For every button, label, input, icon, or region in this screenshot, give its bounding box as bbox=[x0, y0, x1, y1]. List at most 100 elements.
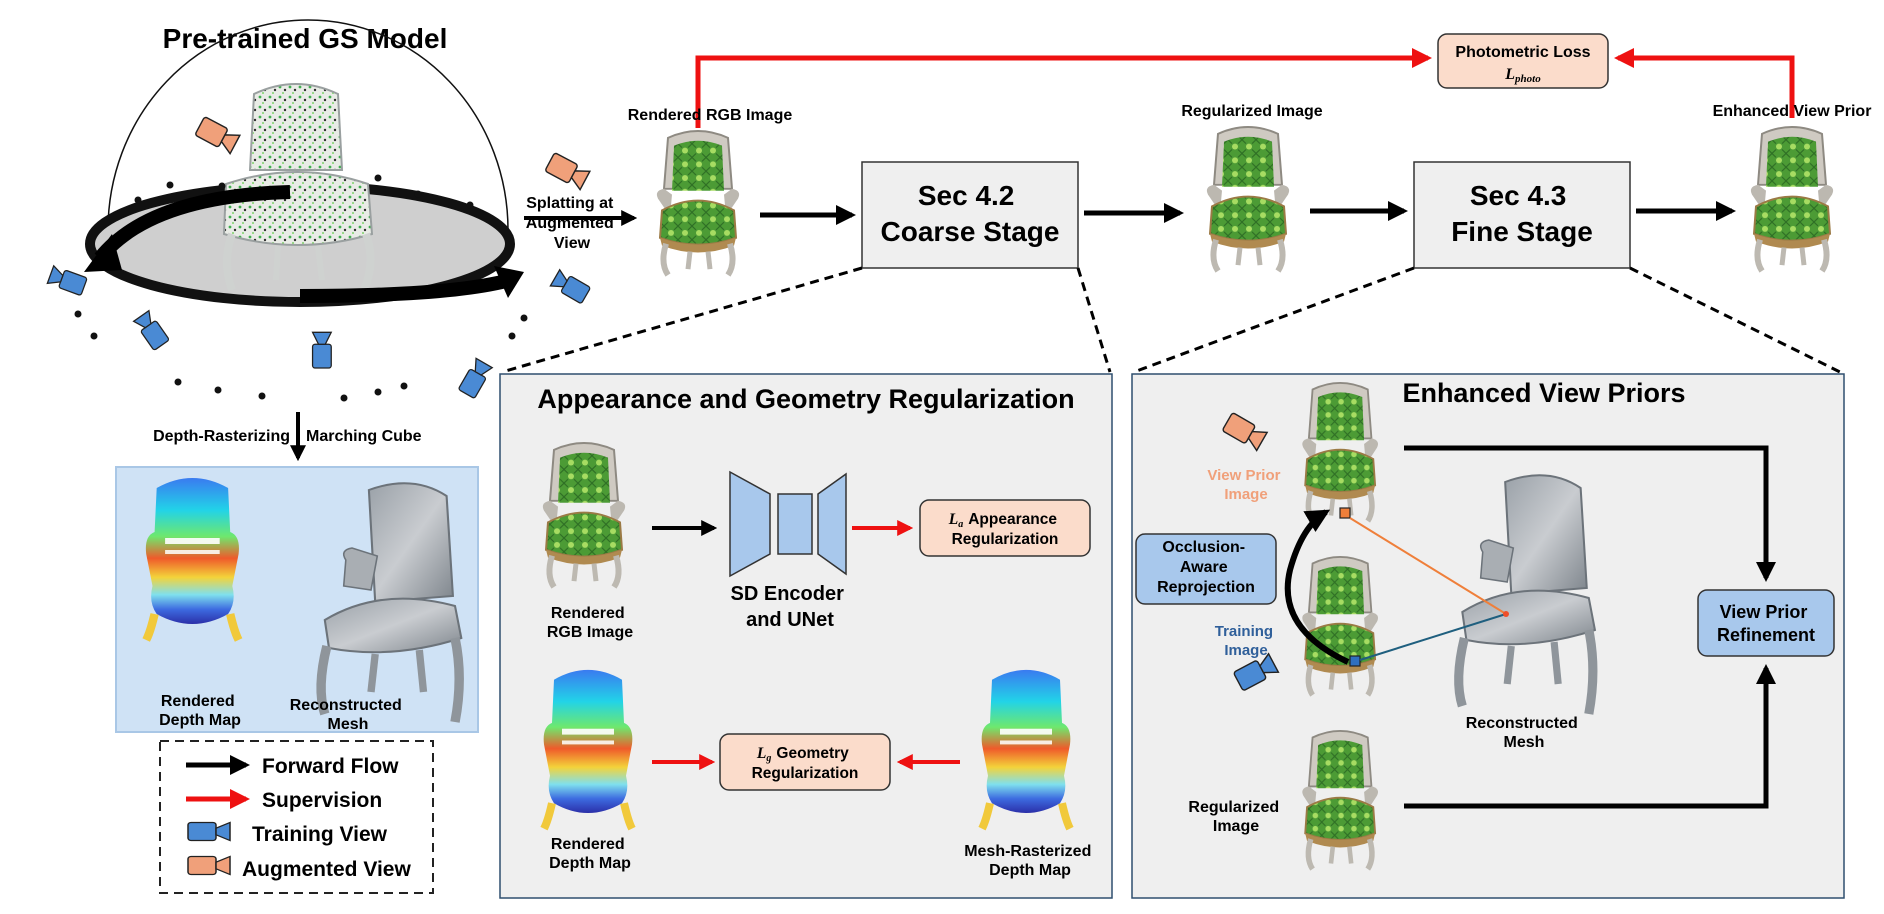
depth-rasterizing-label: Depth-Rasterizing bbox=[153, 428, 290, 445]
rendered-depth-map-line1: Rendered bbox=[161, 693, 235, 710]
regularized-line1: Regularized bbox=[1188, 799, 1279, 816]
fine-line1: Sec 4.3 bbox=[1470, 180, 1567, 211]
geometry-regularization-box bbox=[719, 733, 891, 791]
geometry-L: L bbox=[756, 745, 766, 762]
splatting-label: Splatting at Augmented View bbox=[526, 195, 618, 252]
legend-training-view: Training View bbox=[252, 823, 388, 846]
training-line2: Image bbox=[1224, 642, 1267, 659]
orbit-arrow-right bbox=[299, 273, 512, 303]
geometry-line2: Regularization bbox=[752, 765, 859, 782]
mesh-depth-line1: Mesh-Rasterized bbox=[964, 843, 1091, 860]
geometry-sub: g bbox=[765, 753, 771, 764]
legend-forward-flow: Forward Flow bbox=[262, 755, 399, 778]
rendered-depth-map-label: Rendered Depth Map bbox=[159, 693, 241, 729]
coarse-stage-box bbox=[861, 161, 1079, 269]
mesh-rasterized-depth-label: Mesh-Rasterized Depth Map bbox=[964, 843, 1096, 879]
photometric-loss-box bbox=[1437, 33, 1609, 89]
view-prior-pixel-marker bbox=[1339, 507, 1351, 519]
gs-model-title: Pre-trained GS Model bbox=[163, 23, 448, 54]
view-prior-line1: View Prior bbox=[1207, 467, 1280, 484]
training-camera-icon bbox=[457, 357, 493, 400]
sd-encoder-line2: and UNet bbox=[746, 609, 834, 631]
panel-depth-line1: Rendered bbox=[551, 836, 625, 853]
regularization-title: Appearance and Geometry Regularization bbox=[537, 384, 1074, 414]
view-priors-panel: Enhanced View Priors View Prior Image Oc… bbox=[1131, 373, 1845, 899]
occlusion-line3: Reprojection bbox=[1157, 579, 1255, 596]
regularization-panel: Appearance and Geometry Regularization R… bbox=[499, 373, 1113, 899]
view-prior-line2: Image bbox=[1224, 486, 1267, 503]
augmented-camera-icon bbox=[544, 151, 591, 191]
rendered-depth-map-line2: Depth Map bbox=[159, 712, 241, 729]
splatting-line1: Splatting at bbox=[526, 195, 614, 212]
training-camera-icon bbox=[132, 309, 171, 352]
refinement-line2: Refinement bbox=[1717, 625, 1815, 645]
training-line1: Training bbox=[1215, 623, 1273, 640]
rendered-rgb-label: Rendered RGB Image bbox=[628, 107, 793, 124]
reprojection-arrow bbox=[1284, 509, 1350, 665]
legend-augmented-camera-icon bbox=[187, 855, 231, 876]
training-image-label: Training Image bbox=[1215, 623, 1278, 659]
appearance-line2: Regularization bbox=[952, 531, 1059, 548]
supervision-line bbox=[1614, 48, 1795, 118]
panel-reconstructed-mesh-label: Reconstructed Mesh bbox=[1466, 715, 1582, 751]
photometric-loss-symbol: Lphoto bbox=[1504, 66, 1541, 85]
enhanced-view-prior-image bbox=[1751, 127, 1833, 271]
coarse-line1: Sec 4.2 bbox=[918, 180, 1015, 211]
geometry-line1: Geometry bbox=[776, 745, 849, 762]
photometric-sub: photo bbox=[1514, 73, 1541, 85]
rendered-rgb-image bbox=[657, 131, 739, 275]
reconstructed-mesh-line1: Reconstructed bbox=[290, 697, 402, 714]
legend-training-camera-icon bbox=[187, 821, 231, 842]
panel-mesh-line2: Mesh bbox=[1504, 734, 1545, 751]
mesh-depth-line2: Depth Map bbox=[989, 862, 1071, 879]
training-camera-icon bbox=[311, 331, 332, 369]
geometry-regularization-label: Lg Geometry Regularization bbox=[752, 745, 859, 782]
appearance-regularization-box bbox=[919, 499, 1091, 557]
augmented-camera-icon bbox=[194, 115, 241, 155]
coarse-line2: Coarse Stage bbox=[881, 216, 1060, 247]
panel-depth-line2: Depth Map bbox=[549, 855, 631, 872]
sd-encoder-unet-icon bbox=[729, 470, 847, 578]
splatting-line3: View bbox=[554, 235, 591, 252]
gs-model-section: Pre-trained GS Model bbox=[46, 19, 592, 733]
camera-orbit-dots bbox=[74, 174, 528, 402]
supervision-line bbox=[695, 48, 1432, 128]
panel-rendered-rgb-label: Rendered RGB Image bbox=[547, 605, 633, 641]
enhanced-view-prior-label: Enhanced View Prior bbox=[1713, 103, 1872, 120]
appearance-L: L bbox=[948, 511, 958, 528]
pipeline-row: Photometric Loss Lphoto Rendered RGB Ima… bbox=[501, 33, 1872, 374]
legend: Forward Flow Supervision Training View A… bbox=[159, 740, 434, 894]
sd-encoder-line1: SD Encoder bbox=[731, 583, 845, 605]
fine-stage-box bbox=[1413, 161, 1631, 269]
training-camera-icon bbox=[46, 265, 88, 297]
hemisphere-outline bbox=[107, 19, 509, 231]
occlusion-line2: Aware bbox=[1180, 559, 1228, 576]
sd-encoder-label: SD Encoder and UNet bbox=[731, 583, 850, 631]
view-prior-image-label: View Prior Image bbox=[1207, 467, 1284, 503]
photometric-L: L bbox=[1504, 66, 1515, 83]
training-camera-icon bbox=[549, 269, 592, 305]
view-prior-refinement-label: View Prior Refinement bbox=[1717, 602, 1815, 645]
fine-line2: Fine Stage bbox=[1451, 216, 1593, 247]
view-priors-title: Enhanced View Priors bbox=[1402, 378, 1685, 408]
reconstructed-mesh-line2: Mesh bbox=[328, 716, 369, 733]
occlusion-reprojection-label: Occlusion- Aware Reprojection bbox=[1157, 539, 1255, 596]
splatting-step: Splatting at Augmented View bbox=[524, 151, 638, 252]
regularized-image-panel-label: Regularized Image bbox=[1188, 799, 1283, 835]
training-pixel-marker bbox=[1349, 655, 1361, 667]
reconstructed-mesh-label: Reconstructed Mesh bbox=[290, 697, 406, 733]
panel-rgb-line1: Rendered bbox=[551, 605, 625, 622]
appearance-line1: Appearance bbox=[968, 511, 1057, 528]
photometric-loss-label: Photometric Loss bbox=[1455, 44, 1590, 61]
coarse-stage-label: Sec 4.2 Coarse Stage bbox=[881, 180, 1060, 247]
view-prior-refinement-box bbox=[1697, 589, 1835, 657]
panel-rendered-depth-label: Rendered Depth Map bbox=[549, 836, 631, 872]
panel-mesh-line1: Reconstructed bbox=[1466, 715, 1578, 732]
regularized-line2: Image bbox=[1213, 818, 1259, 835]
fine-stage-label: Sec 4.3 Fine Stage bbox=[1451, 180, 1593, 247]
legend-supervision: Supervision bbox=[262, 789, 382, 812]
legend-augmented-view: Augmented View bbox=[242, 858, 411, 881]
occlusion-reprojection-box bbox=[1135, 533, 1277, 605]
